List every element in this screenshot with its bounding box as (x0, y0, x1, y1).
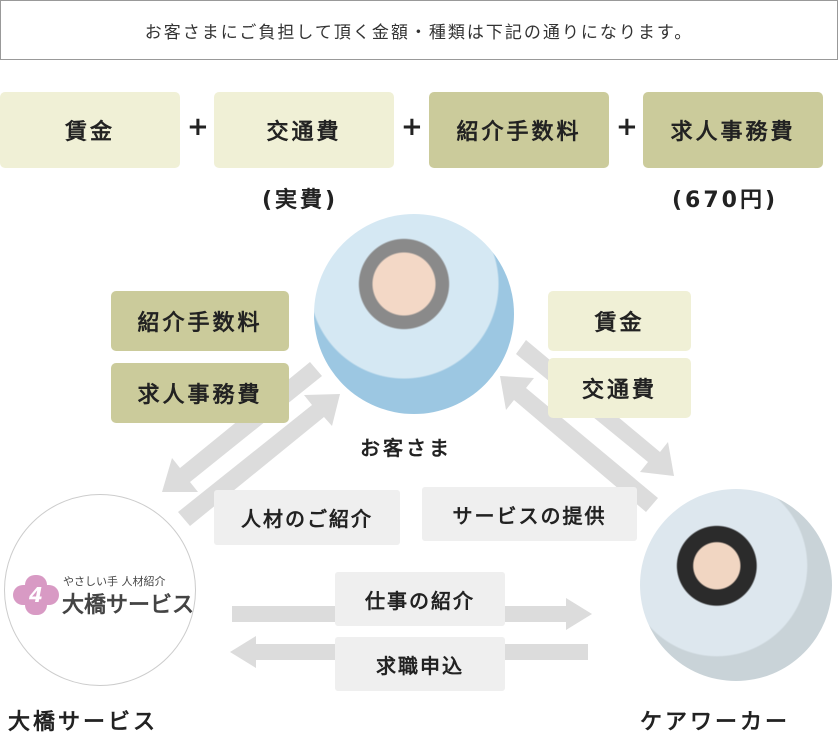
worker-label: ケアワーカー (640, 710, 791, 735)
flow-apply-job: 求職申込 (335, 637, 505, 691)
worker-photo (640, 489, 832, 681)
transport-note: (実費) (262, 188, 339, 213)
header-note: お客さまにご負担して頂く金額・種類は下記の通りになります。 (0, 0, 838, 60)
arrow-worker-to-customer (500, 376, 658, 512)
admin-note: (670円) (672, 188, 779, 213)
customer-label: お客さま (360, 436, 452, 460)
left-fee-referral: 紹介手数料 (111, 291, 289, 351)
customer-photo (314, 214, 514, 414)
right-fee-transport: 交通費 (548, 358, 691, 418)
logo-tagline: やさしい手 人材紹介 (63, 575, 166, 588)
right-fee-wage: 賃金 (548, 291, 691, 351)
fee-admin: 求人事務費 (643, 92, 823, 168)
plus-sign: + (616, 112, 638, 142)
company-logo-circle: 4 やさしい手 人材紹介 大橋サービス (4, 494, 196, 686)
plus-sign: + (401, 112, 423, 142)
flow-introduce-job: 仕事の紹介 (335, 572, 505, 626)
fee-referral: 紹介手数料 (429, 92, 609, 168)
left-fee-admin: 求人事務費 (111, 363, 289, 423)
fee-transport: 交通費 (214, 92, 394, 168)
flow-introduce-talent: 人材のご紹介 (214, 490, 400, 545)
logo-mark-icon: 4 (13, 575, 59, 615)
fee-wage: 賃金 (0, 92, 180, 168)
logo-name: 大橋サービス (62, 593, 195, 618)
flow-provide-service: サービスの提供 (422, 487, 637, 541)
plus-sign: + (187, 112, 209, 142)
company-label: 大橋サービス (8, 710, 159, 735)
